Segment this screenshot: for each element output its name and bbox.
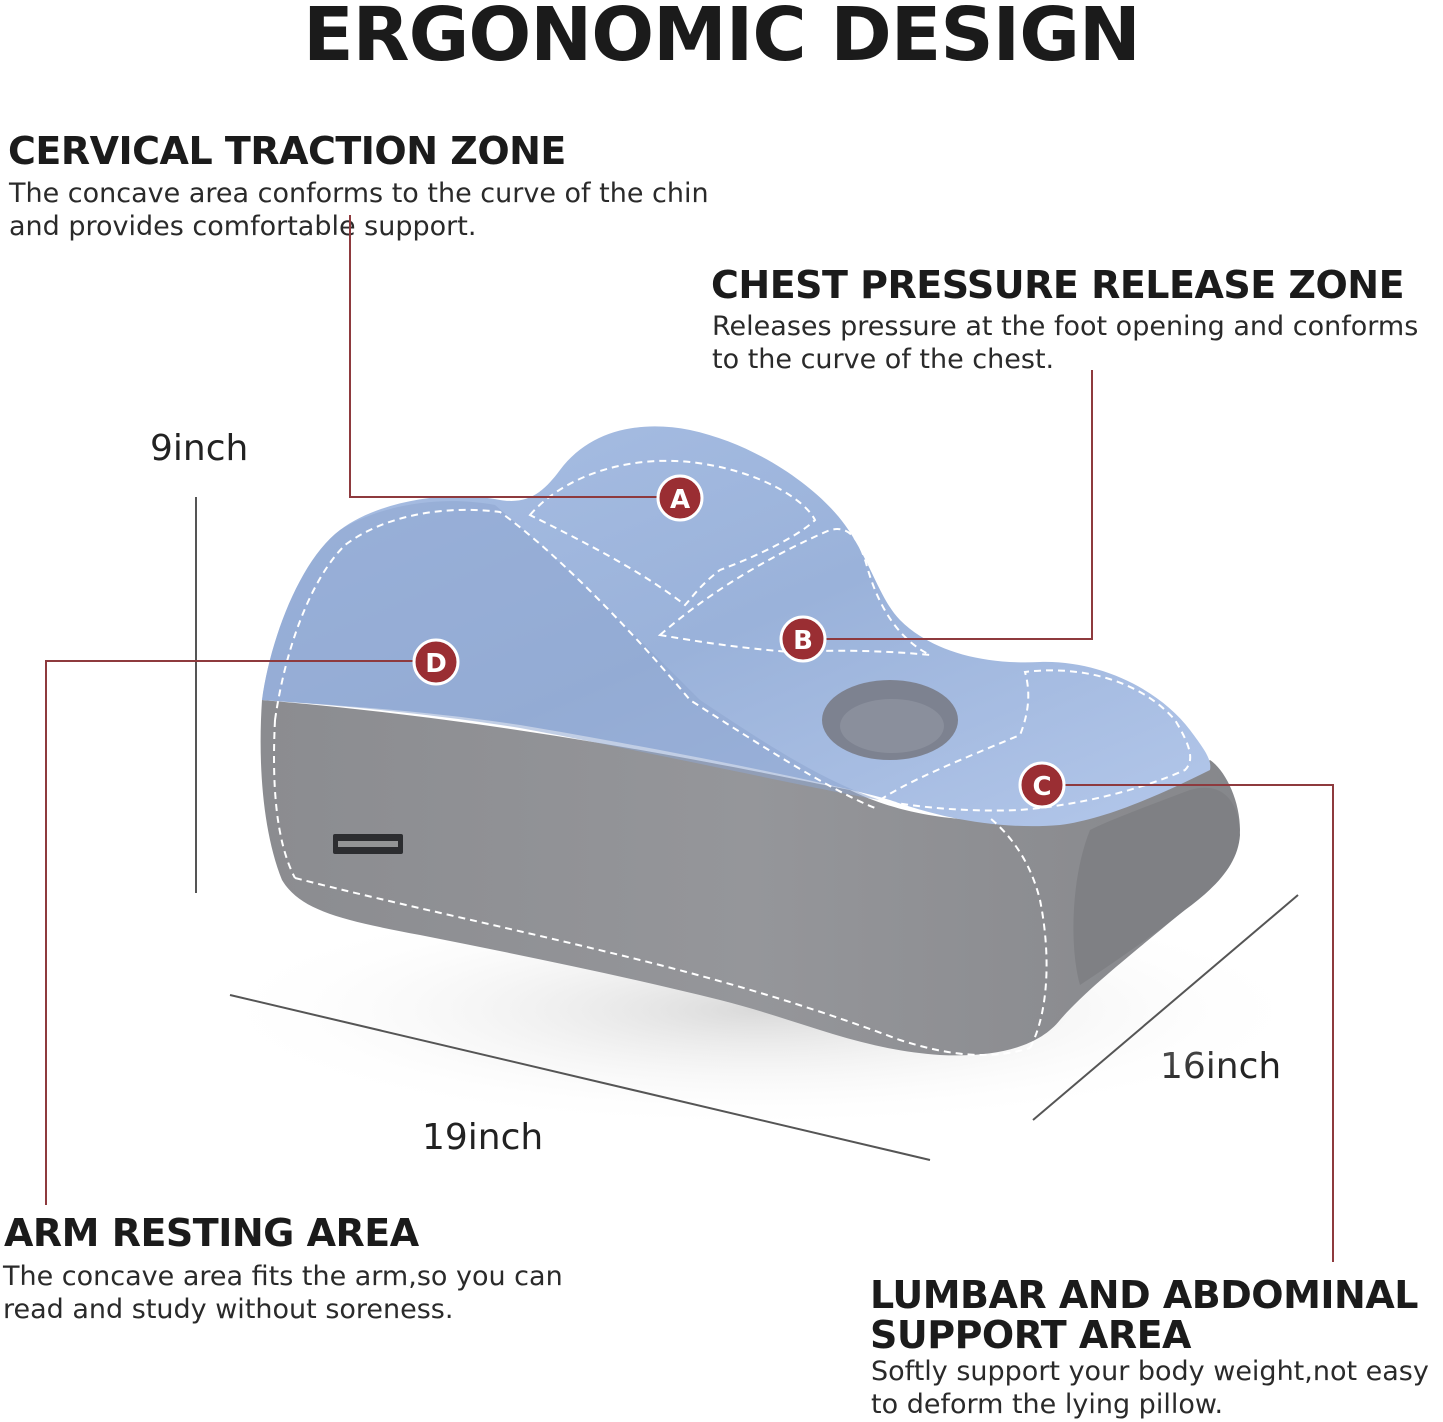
depth-dimension-line bbox=[1032, 894, 1299, 1121]
arm-zone-description: The concave area fits the arm,so you can… bbox=[3, 1260, 563, 1326]
page-title: ERGONOMIC DESIGN bbox=[303, 0, 1141, 78]
leader-lines bbox=[45, 215, 1334, 1262]
marker-d-letter: D bbox=[425, 649, 447, 679]
lumbar-desc-line-2: to deform the lying pillow. bbox=[871, 1389, 1224, 1420]
leader-line-b bbox=[803, 370, 1093, 640]
height-dimension-label: 9inch bbox=[150, 428, 249, 469]
arm-desc-line-1: The concave area fits the arm,so you can bbox=[3, 1261, 563, 1292]
chest-desc-line-1: Releases pressure at the foot opening an… bbox=[712, 311, 1419, 342]
cervical-desc-line-1: The concave area conforms to the curve o… bbox=[9, 178, 709, 209]
width-dimension-line bbox=[229, 994, 931, 1161]
chest-zone-heading: CHEST PRESSURE RELEASE ZONE bbox=[711, 263, 1405, 307]
cervical-desc-line-2: and provides comfortable support. bbox=[9, 211, 477, 242]
lumbar-desc-line-1: Softly support your body weight,not easy bbox=[871, 1356, 1429, 1387]
cervical-zone-description: The concave area conforms to the curve o… bbox=[9, 177, 709, 243]
marker-a: A bbox=[656, 474, 704, 522]
leader-line-d bbox=[45, 660, 436, 1205]
width-dimension-label: 19inch bbox=[422, 1117, 544, 1158]
marker-d: D bbox=[412, 638, 460, 686]
pillow-end-cap bbox=[1073, 787, 1240, 985]
marker-a-letter: A bbox=[670, 485, 690, 515]
lumbar-zone-description: Softly support your body weight,not easy… bbox=[871, 1355, 1429, 1421]
marker-b-letter: B bbox=[793, 626, 813, 656]
lumbar-zone-heading: LUMBAR AND ABDOMINAL SUPPORT AREA bbox=[870, 1275, 1418, 1355]
leader-line-a bbox=[349, 215, 680, 498]
marker-b: B bbox=[779, 615, 827, 663]
lumbar-heading-line-2: SUPPORT AREA bbox=[870, 1313, 1191, 1357]
stitching bbox=[273, 459, 1192, 1056]
leader-line-c bbox=[1042, 784, 1334, 1262]
lumbar-heading-line-1: LUMBAR AND ABDOMINAL bbox=[870, 1273, 1418, 1317]
marker-c-letter: C bbox=[1032, 772, 1051, 802]
chest-zone-description: Releases pressure at the foot opening an… bbox=[712, 310, 1418, 376]
chest-desc-line-2: to the curve of the chest. bbox=[712, 344, 1055, 375]
pillow-base bbox=[260, 700, 1241, 1056]
arm-zone-heading: ARM RESTING AREA bbox=[4, 1211, 419, 1255]
arm-desc-line-2: read and study without soreness. bbox=[3, 1294, 454, 1325]
front-slope-shade bbox=[262, 501, 880, 800]
cervical-zone-heading: CERVICAL TRACTION ZONE bbox=[8, 129, 566, 173]
chest-opening-inner bbox=[840, 699, 944, 753]
marker-c: C bbox=[1018, 761, 1066, 809]
brand-tag-text bbox=[338, 841, 398, 847]
